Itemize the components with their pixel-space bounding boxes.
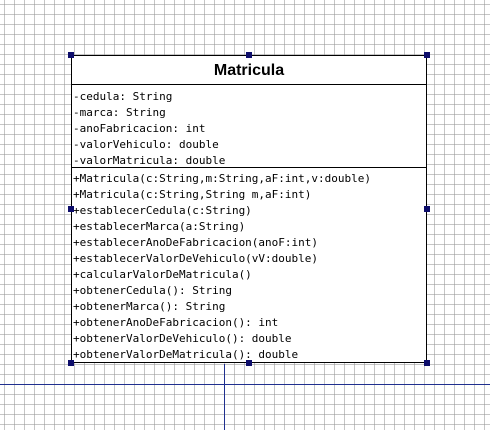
- attribute-valor-vehiculo: -valorVehiculo: double: [73, 138, 219, 151]
- operation-establecer-marca: +establecerMarca(a:String): [73, 220, 246, 233]
- attributes-compartment: -cedula: String -marca: String -anoFabri…: [72, 85, 426, 168]
- operation-establecer-ano: +establecerAnoDeFabricacion(anoF:int): [73, 236, 319, 249]
- operation-constructor-partial: +Matricula(c:String,String m,aF:int): [73, 188, 312, 201]
- resize-handle-top-left[interactable]: [68, 52, 74, 58]
- resize-handle-bottom-center[interactable]: [246, 360, 252, 366]
- operation-obtener-marca: +obtenerMarca(): String: [73, 300, 226, 313]
- attribute-valor-matricula: -valorMatricula: double: [73, 154, 226, 167]
- class-name: Matricula: [72, 56, 426, 85]
- resize-handle-middle-right[interactable]: [424, 206, 430, 212]
- resize-handle-bottom-right[interactable]: [424, 360, 430, 366]
- resize-handle-top-center[interactable]: [246, 52, 252, 58]
- operation-obtener-valor-vehiculo: +obtenerValorDeVehiculo(): double: [73, 332, 292, 345]
- operation-calcular-valor-matricula: +calcularValorDeMatricula(): [73, 268, 252, 281]
- operation-obtener-ano: +obtenerAnoDeFabricacion(): int: [73, 316, 279, 329]
- attribute-cedula: -cedula: String: [73, 90, 173, 103]
- attribute-ano-fabricacion: -anoFabricacion: int: [73, 122, 206, 135]
- operation-obtener-valor-matricula: +obtenerValorDeMatricula(): double: [73, 348, 299, 361]
- operation-establecer-cedula: +establecerCedula(c:String): [73, 204, 252, 217]
- uml-class-box[interactable]: Matricula -cedula: String -marca: String…: [71, 55, 427, 363]
- resize-handle-bottom-left[interactable]: [68, 360, 74, 366]
- operation-establecer-valor-vehiculo: +establecerValorDeVehiculo(vV:double): [73, 252, 319, 265]
- horizontal-guide-line: [0, 384, 490, 385]
- operation-obtener-cedula: +obtenerCedula(): String: [73, 284, 232, 297]
- operations-compartment: +Matricula(c:String,m:String,aF:int,v:do…: [72, 168, 426, 363]
- operation-constructor-full: +Matricula(c:String,m:String,aF:int,v:do…: [73, 172, 372, 185]
- vertical-guide-line: [224, 364, 225, 430]
- attribute-marca: -marca: String: [73, 106, 166, 119]
- resize-handle-middle-left[interactable]: [68, 206, 74, 212]
- resize-handle-top-right[interactable]: [424, 52, 430, 58]
